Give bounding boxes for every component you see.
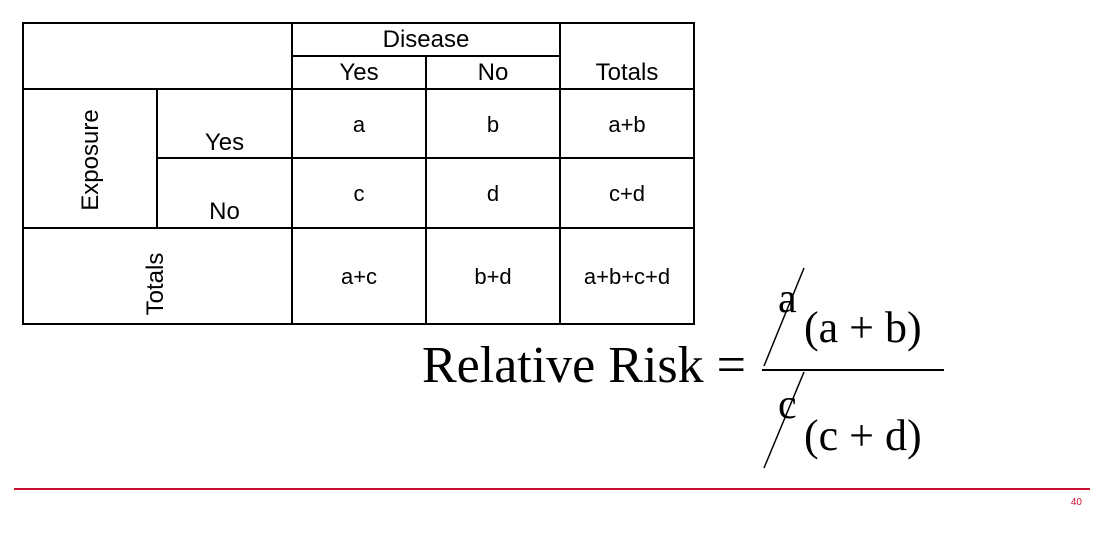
total-a-plus-c: a+c: [340, 264, 378, 289]
bottom-numerator: c: [778, 382, 797, 428]
row-header-yes: Yes: [204, 129, 245, 156]
cell-c-plus-d: c+d: [608, 181, 646, 206]
table-hline-header: [22, 88, 695, 90]
formula-label: Relative Risk =: [422, 340, 746, 392]
table-border-right: [693, 22, 695, 325]
table-border-top: [22, 22, 694, 24]
exposure-label: Exposure: [77, 109, 104, 211]
cell-a: a: [352, 112, 366, 137]
disease-header: Disease: [382, 26, 470, 53]
top-denominator: (a + b): [804, 306, 922, 350]
col-header-yes: Yes: [339, 58, 379, 86]
table-border-left-top: [22, 22, 24, 88]
totals-row-label: Totals: [142, 252, 169, 316]
main-fraction-bar: [762, 369, 944, 371]
col-header-totals: Totals: [595, 58, 659, 86]
cell-a-plus-b: a+b: [608, 112, 646, 137]
total-b-plus-d: b+d: [474, 264, 512, 289]
table-border-bottom: [22, 323, 695, 325]
table-hline-row1: [156, 157, 695, 159]
footer-rule: [14, 488, 1090, 490]
table-hline-row2: [22, 227, 695, 229]
table-vline-2: [425, 56, 427, 325]
top-denominator-text: (a + b): [804, 303, 922, 352]
page-number: 40: [1070, 497, 1082, 508]
bottom-denominator: (c + d): [804, 414, 922, 458]
grand-total: a+b+c+d: [583, 264, 671, 289]
cell-d: d: [486, 181, 500, 206]
table-vline-3: [559, 22, 561, 325]
top-numerator: a: [778, 276, 797, 322]
cell-c: c: [353, 181, 365, 206]
formula-equals: =: [716, 337, 746, 394]
table-vline-1: [291, 22, 293, 325]
slash-marks: [763, 267, 805, 469]
table-border-left: [22, 88, 24, 325]
cell-b: b: [486, 112, 500, 137]
bottom-denominator-text: (c + d): [804, 411, 922, 460]
table-hline-disease: [291, 55, 561, 57]
row-header-no: No: [209, 198, 240, 225]
formula-label-text: Relative Risk: [422, 337, 704, 394]
top-slash: [763, 267, 805, 367]
col-header-no: No: [477, 58, 509, 86]
bottom-slash: [763, 371, 805, 469]
